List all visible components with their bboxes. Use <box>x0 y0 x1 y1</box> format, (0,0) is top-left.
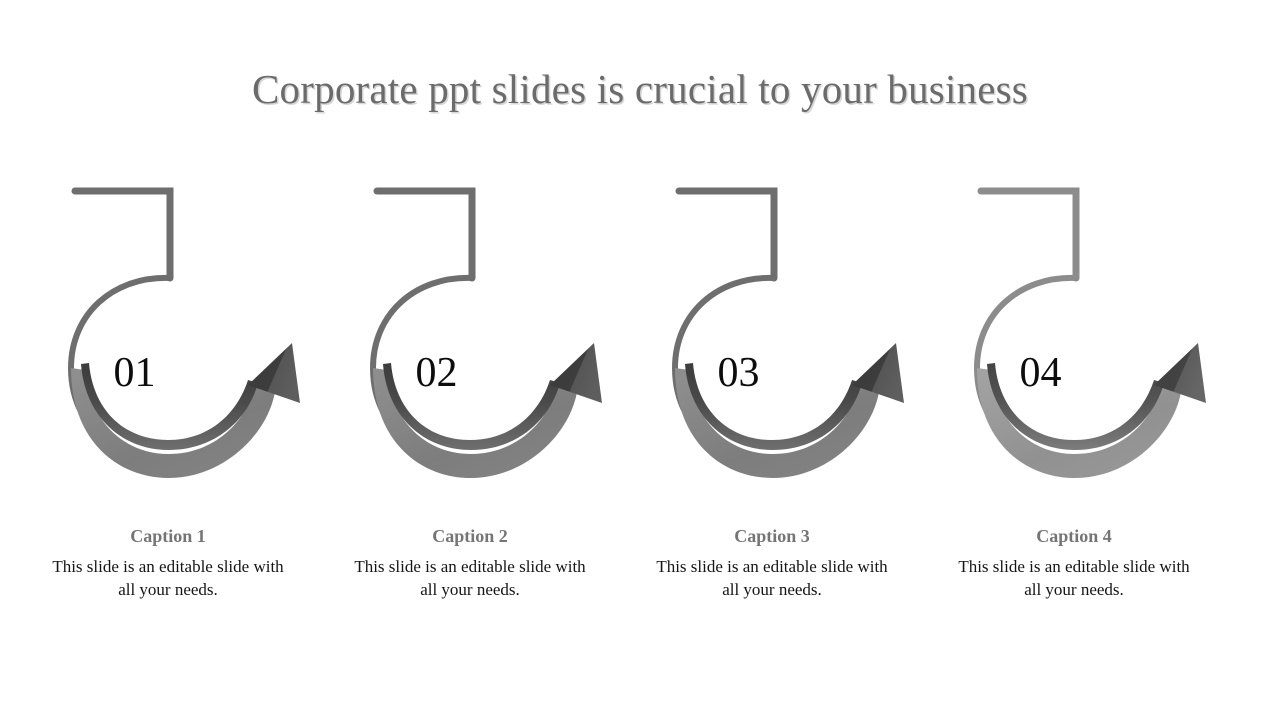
step-item[interactable]: 01 Caption 1 This slide is an editable s… <box>17 0 319 720</box>
step-number: 02 <box>415 350 458 396</box>
curved-loop-arrow-icon <box>319 178 621 498</box>
caption-body: This slide is an editable slide with all… <box>354 557 586 599</box>
curved-loop-arrow-icon <box>923 178 1225 498</box>
step-item[interactable]: 03 Caption 3 This slide is an editable s… <box>621 0 923 720</box>
caption-heading: Caption 2 <box>432 526 508 546</box>
curved-loop-arrow-icon <box>17 178 319 498</box>
step-number: 03 <box>717 350 760 396</box>
step-item[interactable]: 04 Caption 4 This slide is an editable s… <box>923 0 1225 720</box>
caption-heading: Caption 1 <box>130 526 206 546</box>
caption-heading: Caption 4 <box>1036 526 1112 546</box>
step-number: 04 <box>1019 350 1062 396</box>
caption-body: This slide is an editable slide with all… <box>656 557 888 599</box>
caption-body: This slide is an editable slide with all… <box>52 557 284 599</box>
page-title: Corporate ppt slides is crucial to your … <box>252 66 1028 113</box>
caption-heading: Caption 3 <box>734 526 810 546</box>
step-item[interactable]: 02 Caption 2 This slide is an editable s… <box>319 0 621 720</box>
caption-body: This slide is an editable slide with all… <box>958 557 1190 599</box>
curved-loop-arrow-icon <box>621 178 923 498</box>
step-number: 01 <box>113 350 156 396</box>
